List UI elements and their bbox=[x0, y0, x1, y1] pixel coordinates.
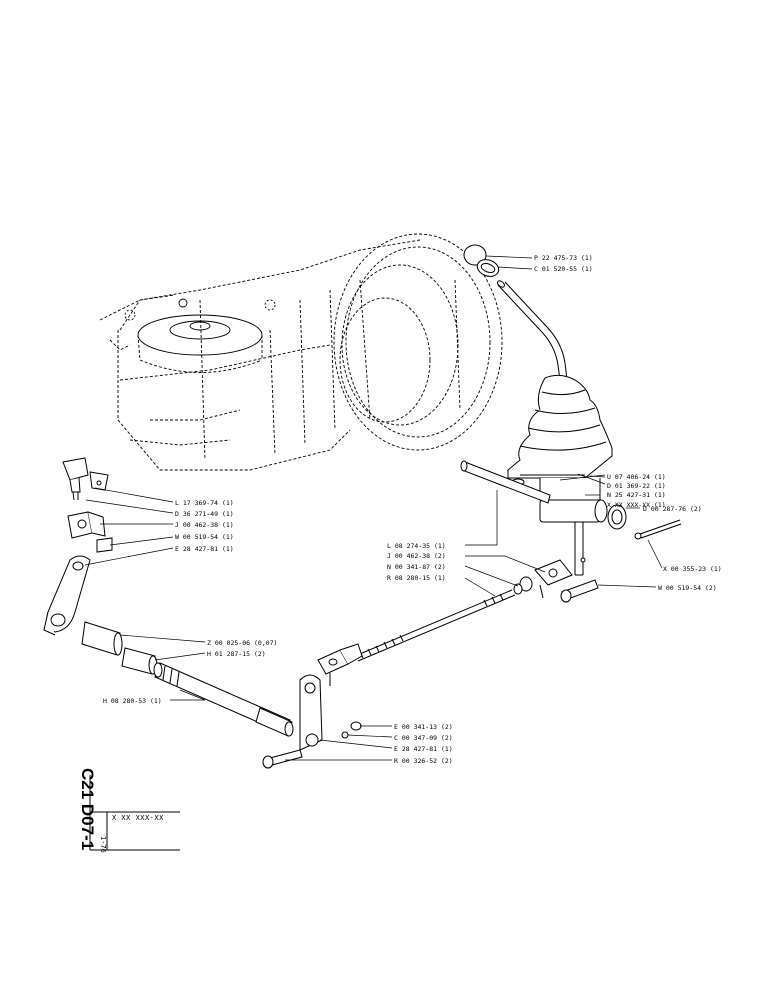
split-pin bbox=[634, 519, 682, 540]
part-label: E 28 427-81 (1) bbox=[394, 745, 453, 753]
part-label: D 36 271-49 (1) bbox=[175, 510, 234, 518]
gearbox-housing bbox=[99, 233, 503, 471]
part-label: E 28 427-81 (1) bbox=[175, 545, 234, 553]
part-label: U 07 406-24 (1) bbox=[607, 473, 666, 481]
part-label: W 00 519-54 (1) bbox=[175, 533, 234, 541]
part-label: N 25 427-31 (1) bbox=[607, 491, 666, 499]
selector-lever-e28427 bbox=[43, 555, 91, 636]
part-label: J 00 462-38 (1) bbox=[175, 521, 234, 529]
part-label: P 22 475-73 (1) bbox=[534, 254, 593, 262]
nut-n00341 bbox=[513, 576, 533, 595]
part-label: R 00 326-52 (2) bbox=[394, 757, 453, 765]
part-labels: P 22 475-73 (1) C 01 520-55 (1) U 07 406… bbox=[103, 254, 722, 765]
splined-shaft-h08280 bbox=[153, 662, 294, 737]
bush-h01287 bbox=[81, 621, 158, 675]
part-label: D 01 369-22 (1) bbox=[607, 482, 666, 490]
shift-rod-upper bbox=[460, 460, 551, 504]
housing-top-cover bbox=[124, 298, 276, 373]
sheet-code: C21 D07-1 bbox=[78, 768, 97, 850]
bolt-lower-right bbox=[560, 579, 599, 603]
selector-fork-l17369 bbox=[62, 457, 109, 501]
lever-housing-body bbox=[511, 478, 608, 576]
coupling-j00462 bbox=[67, 511, 113, 553]
title-block bbox=[89, 775, 180, 851]
leader-lines bbox=[84, 255, 663, 761]
clevis-joint-left bbox=[317, 643, 363, 686]
part-label: Z 00 025-06 (0,07) bbox=[207, 639, 277, 647]
part-label: L 08 274-35 (1) bbox=[387, 542, 446, 550]
part-label: L 17 369-74 (1) bbox=[175, 499, 234, 507]
bolt-r00326 bbox=[262, 749, 303, 769]
gear-lever-rod bbox=[497, 280, 568, 381]
threaded-rod bbox=[354, 589, 516, 662]
bush-d00287 bbox=[607, 504, 627, 530]
part-label: C 01 520-55 (1) bbox=[534, 265, 593, 273]
part-label: X 00 355-23 (1) bbox=[663, 565, 722, 573]
clevis-joint-right bbox=[534, 559, 573, 599]
part-label: C 00 347-09 (2) bbox=[394, 734, 453, 742]
part-label: N 00 341-87 (2) bbox=[387, 563, 446, 571]
part-label: X XX XXX-XX (1) bbox=[607, 501, 666, 509]
sheet-date: 1-76 bbox=[99, 836, 107, 853]
part-label: E 00 341-13 (2) bbox=[394, 723, 453, 731]
gear-lever-boot bbox=[506, 374, 613, 479]
gear-lever-knob bbox=[463, 244, 500, 277]
part-label: R 08 280-15 (1) bbox=[387, 574, 446, 582]
part-label: W 00 519-54 (2) bbox=[658, 584, 717, 592]
sheet-reference: X XX XXX-XX bbox=[112, 814, 164, 822]
part-label: D 00 287-76 (2) bbox=[643, 505, 702, 513]
part-label: H 01 287-15 (2) bbox=[207, 650, 266, 658]
part-label: H 08 280-53 (1) bbox=[103, 697, 162, 705]
lever-e28427-lower bbox=[299, 674, 323, 751]
part-label: J 00 462-38 (2) bbox=[387, 552, 446, 560]
